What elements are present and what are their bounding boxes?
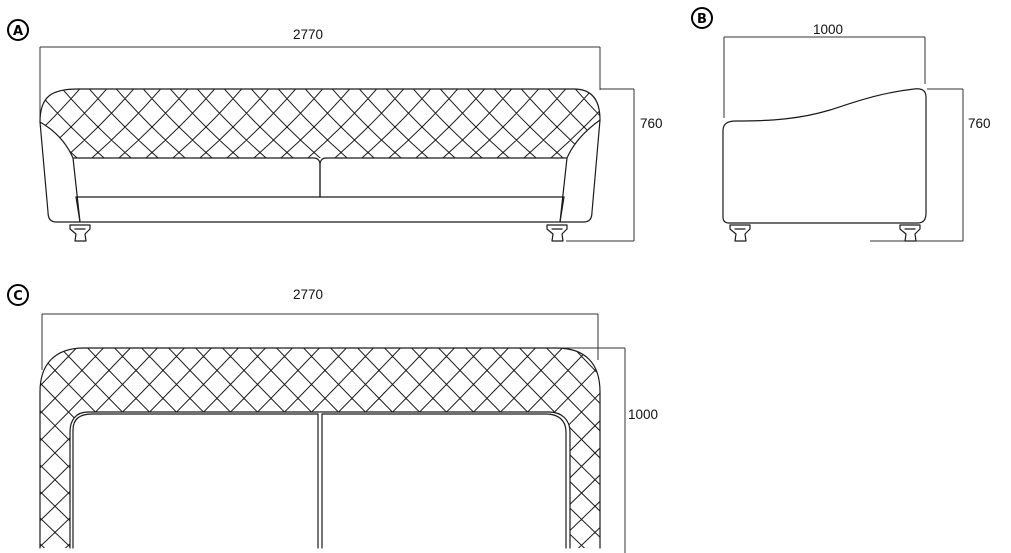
dim-b-depth-label: 1000: [813, 22, 843, 37]
sofa-base: [75, 196, 565, 223]
dim-a-width-label: 2770: [293, 27, 323, 42]
top-seat-cushion-right: [321, 413, 567, 549]
dim-b-height: 760: [870, 88, 991, 242]
dim-c-width: 2770: [41, 287, 599, 370]
top-seat-cushion-left: [72, 413, 319, 549]
sofa-top-outline: [39, 347, 601, 549]
badge-a-letter: A: [13, 24, 23, 39]
right-arm: [559, 119, 601, 223]
badge-b: B: [691, 7, 713, 29]
tufted-frame-pattern: [40, 348, 600, 548]
badge-c: C: [7, 284, 29, 306]
seat-cushion-left: [73, 157, 321, 198]
side-foot-front: [729, 224, 751, 242]
badge-a: A: [7, 19, 29, 41]
view-b-side: B 1000 760: [691, 7, 991, 242]
dim-c-depth-label: 1000: [628, 407, 658, 422]
dim-c-width-label: 2770: [293, 287, 323, 302]
seat-cushion-right: [319, 157, 567, 198]
sofa-side-profile: [722, 88, 927, 224]
view-c-top: C 2770 1000: [7, 284, 658, 553]
dim-a-width: 2770: [39, 27, 601, 122]
badge-b-letter: B: [697, 12, 707, 27]
sofa-inner-outline: [69, 411, 571, 549]
dim-b-depth: 1000: [723, 22, 926, 118]
badge-c-letter: C: [13, 289, 23, 304]
dim-b-height-label: 760: [968, 116, 991, 131]
sofa-back-outline: [39, 88, 601, 123]
foot-right: [546, 224, 568, 242]
view-a-front: A 2770 760: [7, 19, 663, 242]
dim-a-height: 760: [566, 88, 663, 242]
dim-a-height-label: 760: [640, 116, 663, 131]
tufting-lines: [40, 348, 600, 548]
left-arm: [39, 121, 81, 223]
foot-left: [69, 224, 91, 242]
dim-c-depth: 1000: [560, 347, 658, 553]
side-foot-back: [899, 224, 921, 242]
